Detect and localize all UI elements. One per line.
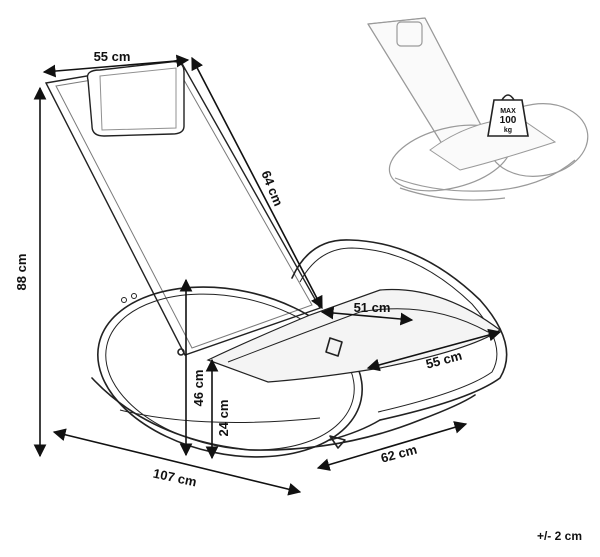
max-load-value: 100: [500, 115, 517, 126]
dim-line-length-total: [52, 428, 302, 496]
max-load-unit: kg: [504, 127, 512, 134]
dim-label-backrest-length: 64 cm: [258, 168, 286, 208]
max-load-label: MAX: [500, 108, 516, 115]
dim-line-seat-depth: [320, 306, 414, 326]
dim-label-seat-height: 46 cm: [191, 370, 206, 407]
dim-label-depth-base: 62 cm: [379, 442, 419, 466]
thumbnail-chair-illustration: [367, 17, 589, 201]
dim-label-height-total: 88 cm: [14, 254, 29, 291]
dim-label-seat-depth: 51 cm: [354, 300, 391, 315]
dim-line-depth-base: [316, 421, 468, 471]
dim-label-width-top: 55 cm: [94, 49, 131, 64]
dim-line-width-top: [42, 54, 190, 78]
dim-label-frame-height: 24 cm: [216, 400, 231, 437]
tolerance-note: +/- 2 cm: [536, 529, 582, 543]
dim-label-length-total: 107 cm: [152, 466, 198, 490]
dim-line-seat-width: [366, 328, 502, 372]
max-load-weight-icon: MAX 100 kg: [487, 94, 529, 137]
dim-line-backrest-length: [191, 56, 323, 310]
